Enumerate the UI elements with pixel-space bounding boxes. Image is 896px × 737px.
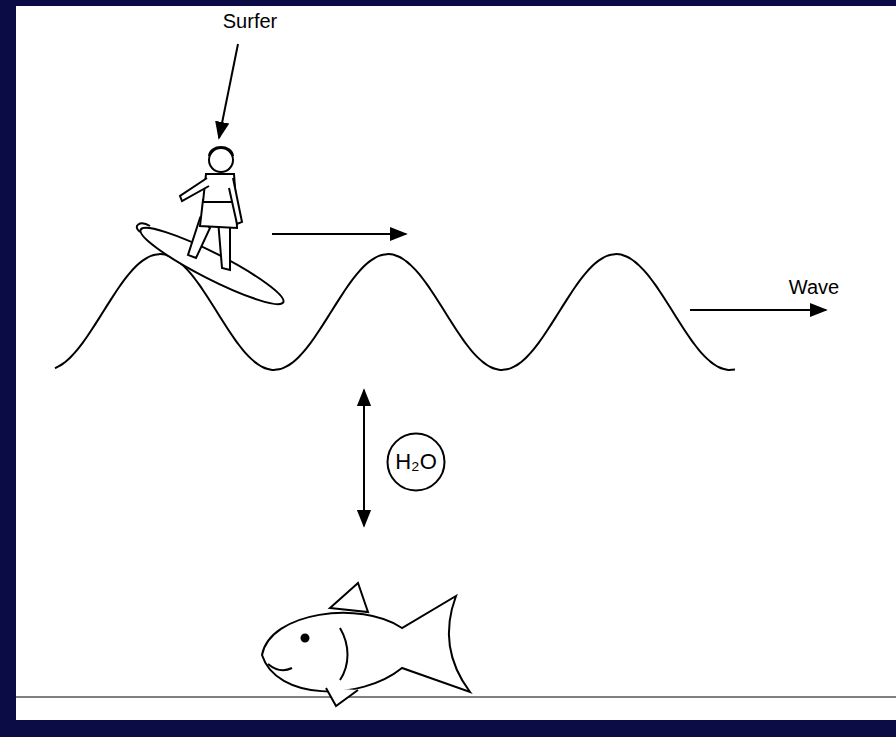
part-label: Surfer xyxy=(223,10,277,32)
fish-eye xyxy=(302,635,309,642)
gill xyxy=(340,628,348,680)
fish-body xyxy=(262,596,470,692)
leader-arrow xyxy=(219,44,238,138)
fish-figure xyxy=(262,583,470,706)
arm xyxy=(229,178,242,224)
surfer-figure xyxy=(135,147,289,314)
motion-arrow xyxy=(272,233,406,235)
arm xyxy=(180,178,209,201)
wave-arrow xyxy=(690,309,826,311)
fish-mouth xyxy=(268,664,292,670)
board-tip xyxy=(137,224,150,232)
shorts xyxy=(200,200,237,228)
node-text: H₂O xyxy=(395,449,437,475)
slide-panel xyxy=(16,6,896,720)
molecule-circle: H₂O xyxy=(386,432,446,492)
wave-curve xyxy=(55,254,735,370)
floor-line xyxy=(16,696,896,697)
dorsal-fin xyxy=(330,583,368,612)
hair xyxy=(209,147,233,156)
head xyxy=(209,148,233,172)
surfboard xyxy=(135,218,289,314)
oscillation-arrow xyxy=(363,390,365,526)
circle-shape xyxy=(388,434,445,491)
part-label: Wave xyxy=(789,276,839,298)
pelvic-fin xyxy=(326,688,358,706)
